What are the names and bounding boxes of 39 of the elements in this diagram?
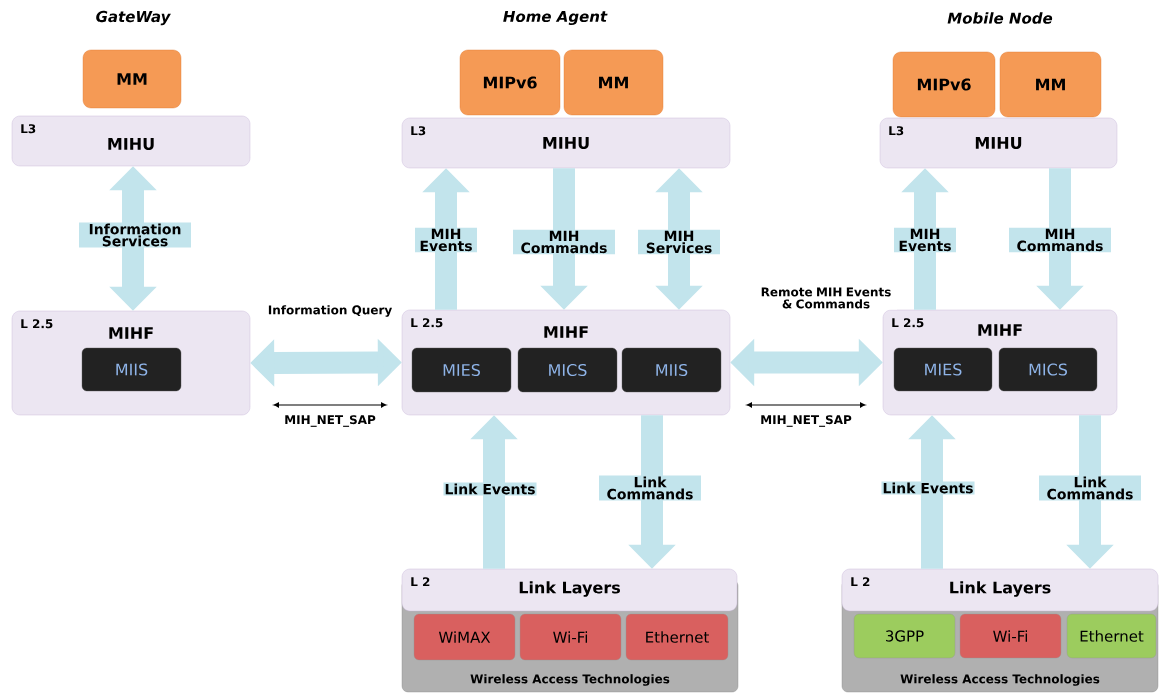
function-box: MIIS (621, 347, 722, 393)
function-box: MIES (893, 347, 993, 392)
function-box: MICS (517, 347, 618, 393)
technology-box: 3GPP (853, 613, 956, 659)
module-box: MM (563, 49, 664, 116)
edge-label: Remote MIH Events & Commands (755, 286, 897, 310)
edge-label: MIH Commands (513, 229, 615, 255)
module-box: MM (999, 51, 1102, 118)
edge-label: MIH Commands (1009, 227, 1111, 253)
edge-label: MIH Events (894, 227, 956, 253)
column-title: Home Agent (503, 10, 608, 26)
layer-box: L 2 Link Layers (841, 568, 1159, 612)
technology-box: Wi-Fi (959, 613, 1062, 659)
edge-label: Link Commands (599, 475, 701, 501)
edge-label: Link Commands (1039, 475, 1141, 501)
function-box: MIES (411, 347, 512, 393)
module-box: MIPv6 (459, 49, 561, 116)
technology-box: Ethernet (1066, 613, 1157, 659)
column-title: GateWay (96, 10, 171, 26)
technology-box: Ethernet (625, 613, 729, 661)
module-box: MIPv6 (892, 51, 996, 118)
technology-box: Wi-Fi (519, 613, 622, 661)
edge-label: Information Query (266, 304, 394, 318)
interface-label: MIH_NET_SAP (761, 415, 852, 427)
layer-box: L 2 Link Layers (401, 568, 738, 612)
layer-box: L3 MIHU (401, 117, 731, 169)
layer-box: L3 MIHU (11, 115, 251, 167)
technology-box: WiMAX (413, 613, 516, 661)
edge-label: Information Services (79, 222, 191, 248)
edge-label: MIH Services (638, 229, 720, 255)
edge-label: Link Events (881, 481, 975, 495)
column-title: Mobile Node (947, 12, 1053, 24)
edge-label: MIH Events (415, 227, 477, 253)
interface-label: MIH_NET_SAP (285, 415, 376, 427)
module-box: MM (82, 49, 182, 109)
edge-label: Link Events (443, 482, 537, 496)
function-box: MICS (998, 347, 1098, 392)
function-box: MIIS (81, 347, 182, 392)
layer-box: L3 MIHU (879, 117, 1118, 169)
